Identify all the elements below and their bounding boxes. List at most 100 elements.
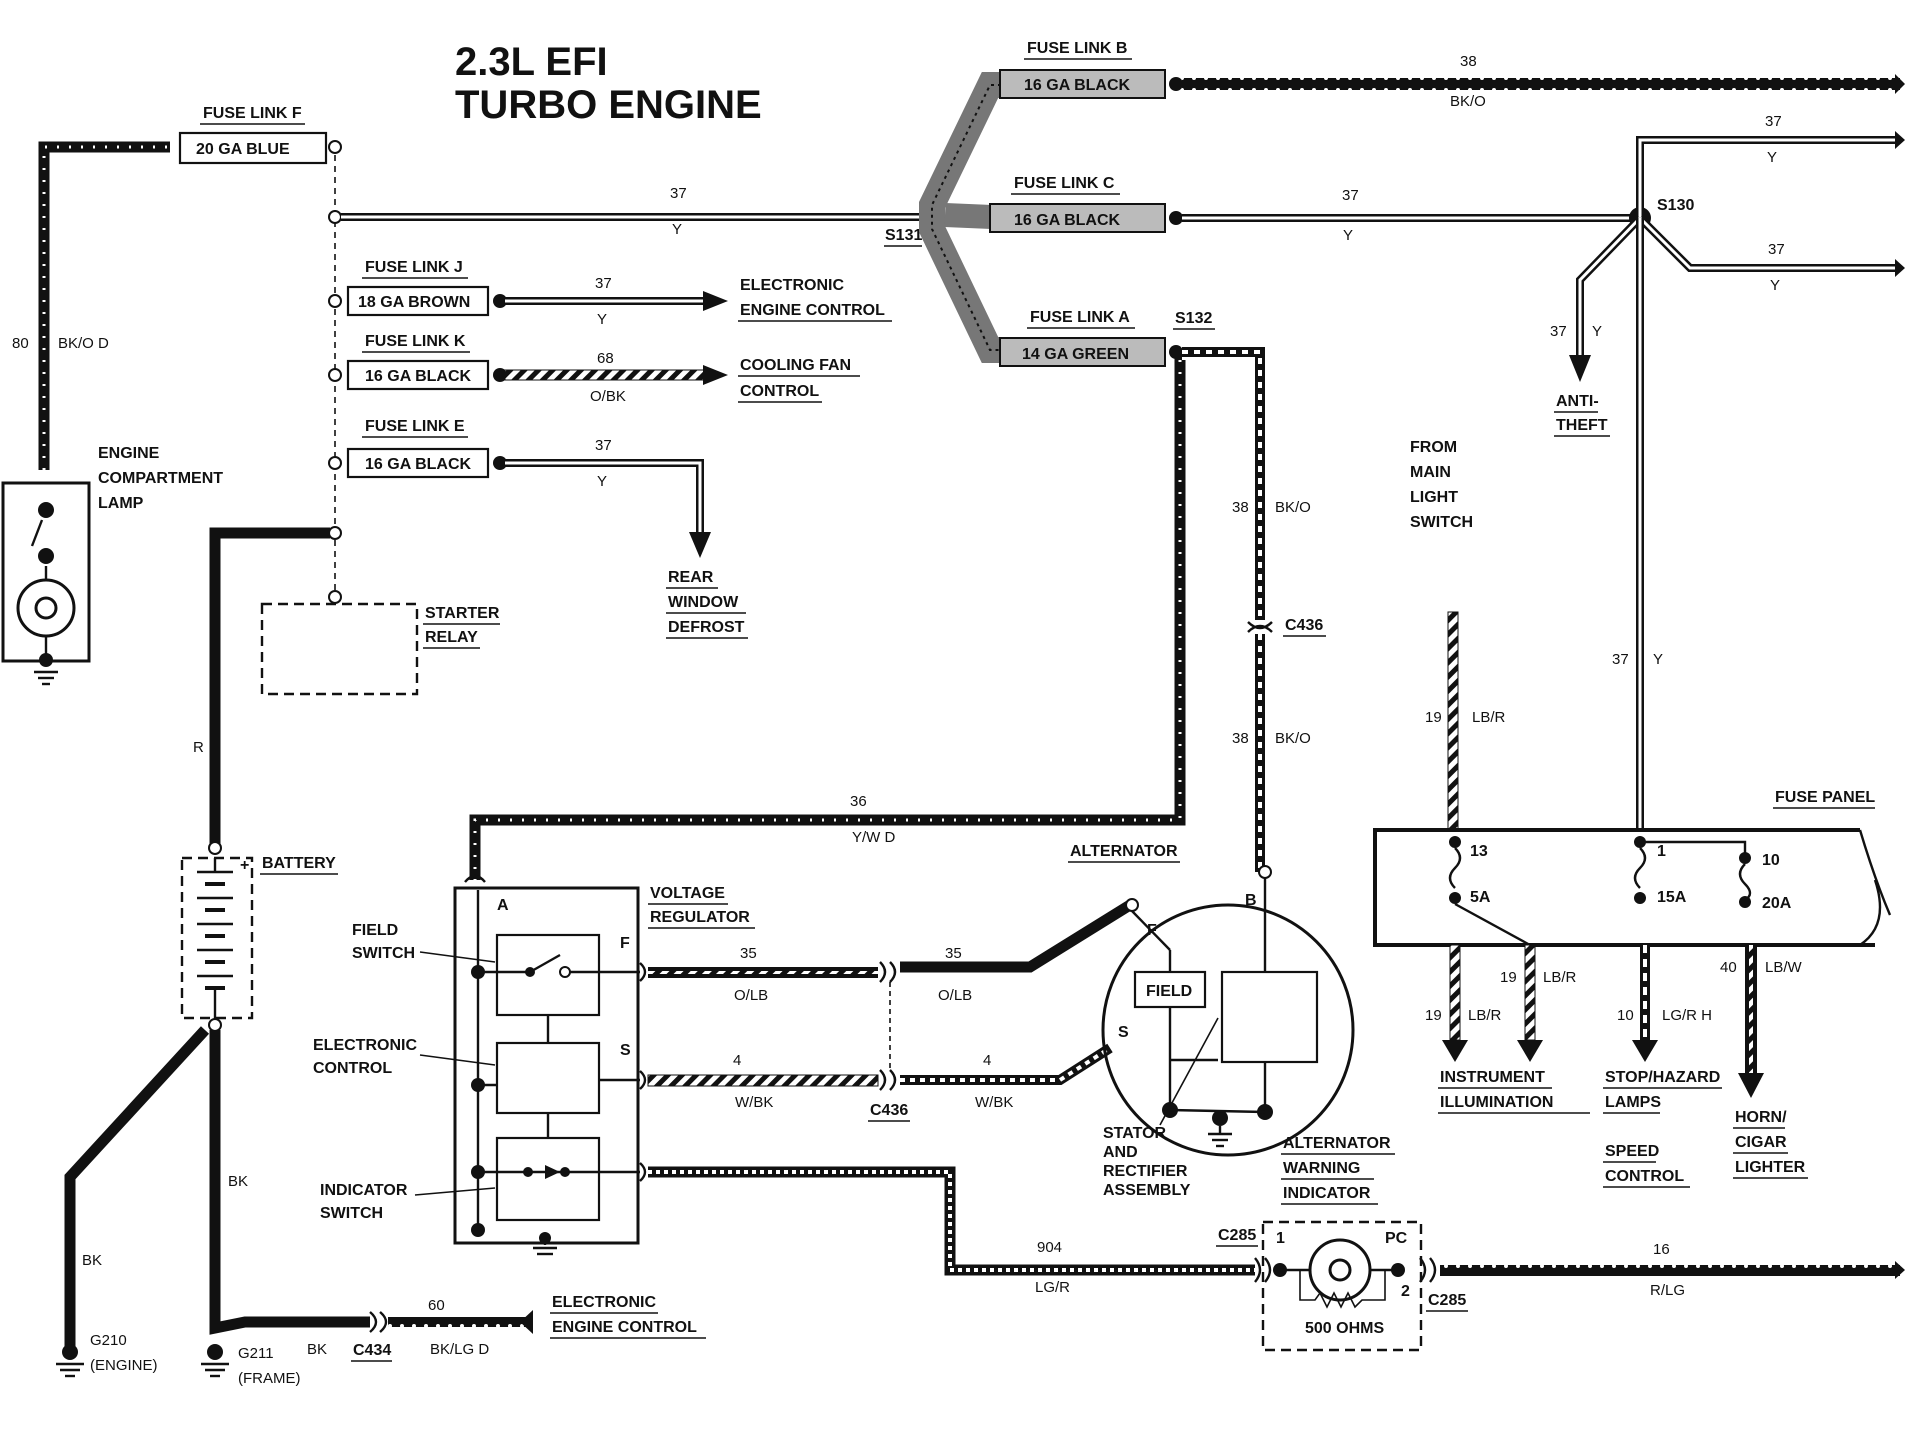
- fuse-13-amp: 5A: [1470, 889, 1491, 906]
- battery-label: BATTERY: [262, 855, 336, 872]
- w4-l-color: W/BK: [735, 1094, 773, 1111]
- w38-b-color: BK/O: [1450, 93, 1486, 110]
- fuse-panel-box: [1373, 828, 1875, 947]
- c285-left-label: C285: [1218, 1227, 1256, 1244]
- w37-r1-color: Y: [1767, 149, 1777, 166]
- fuse-link-k-wire: 16 GA BLACK: [365, 368, 472, 385]
- w4-l-num: 4: [733, 1052, 741, 1069]
- fuse-link-c-wire: 16 GA BLACK: [1014, 212, 1121, 229]
- wire-19-a: [1449, 944, 1461, 1041]
- alternator-circle: [1101, 903, 1355, 1157]
- w38-b-num: 38: [1460, 53, 1477, 70]
- fuse-link-f-box: [178, 131, 328, 165]
- lamp-switch-blade: [30, 519, 44, 547]
- title-line1: 2.3L EFI: [455, 40, 608, 84]
- w37-fp-num: 37: [1612, 651, 1629, 668]
- lamp-bulb-icon: [16, 578, 76, 638]
- ec-label-1: ELECTRONIC: [313, 1037, 417, 1054]
- wire-4-right: [900, 1043, 1113, 1085]
- warning-bulb-icon: [1308, 1238, 1372, 1302]
- fuse-1-amp: 15A: [1657, 889, 1687, 906]
- s131-label: S131: [885, 227, 922, 244]
- resistor-icon: [1299, 1270, 1386, 1309]
- wire-4-left: [647, 1074, 879, 1087]
- arrow-icon-horn: [1738, 1073, 1764, 1098]
- w37-fp-color: Y: [1653, 651, 1663, 668]
- ohms-label: 500 OHMS: [1305, 1320, 1384, 1337]
- w37-r1-num: 37: [1765, 113, 1782, 130]
- wire-bk-frame: [209, 1030, 370, 1335]
- dest-speed-2: CONTROL: [1605, 1168, 1684, 1185]
- wire-37-anti: [1576, 215, 1643, 355]
- fuse-10-amp: 20A: [1762, 895, 1792, 912]
- w37-r2-num: 37: [1768, 241, 1785, 258]
- ec-label-2: CONTROL: [313, 1060, 392, 1077]
- bk-label-3: BK: [307, 1341, 327, 1358]
- term-2: 2: [1401, 1283, 1410, 1300]
- g210-label: G210: [90, 1332, 127, 1349]
- w37-r2-color: Y: [1770, 277, 1780, 294]
- ground-icon-g211: [201, 1362, 229, 1378]
- arrow-icon-instrument: [1442, 1040, 1468, 1062]
- fuse-link-a-wire: 14 GA GREEN: [1022, 346, 1129, 363]
- w60-color: BK/LG D: [430, 1341, 489, 1358]
- wire-19-b: [1524, 944, 1536, 1041]
- alt-term-s: S: [1118, 1024, 1129, 1041]
- ground-icon-regulator: [533, 1232, 557, 1256]
- fuse-10-num: 10: [1762, 852, 1780, 869]
- w37-anti-color: Y: [1592, 323, 1602, 340]
- dest-eec-1: ELECTRONIC: [740, 277, 844, 294]
- lamp-label-3: LAMP: [98, 495, 144, 512]
- w80-color: BK/O D: [58, 335, 109, 352]
- fuse-link-b-wire: 16 GA BLACK: [1024, 77, 1131, 94]
- field-switch-box: [495, 933, 601, 1017]
- awi-label-3: INDICATOR: [1283, 1185, 1371, 1202]
- term-pc: PC: [1385, 1230, 1408, 1247]
- starter-label-2: RELAY: [425, 629, 478, 646]
- field-switch-label-1: FIELD: [352, 922, 398, 939]
- dest-anti-2: THEFT: [1556, 417, 1608, 434]
- w38-a2-color: BK/O: [1275, 730, 1311, 747]
- dest-rear-1: REAR: [668, 569, 714, 586]
- w38-a2-num: 38: [1232, 730, 1249, 747]
- w36-num: 36: [850, 793, 867, 810]
- r-label: R: [193, 739, 204, 756]
- fuse-link-e-box: [346, 447, 490, 479]
- lamp-label-2: COMPARTMENT: [98, 470, 223, 487]
- g211-sub: (FRAME): [238, 1370, 301, 1387]
- from-label-1: FROM: [1410, 439, 1457, 456]
- wire-bk-engine: [64, 1026, 210, 1348]
- diode-icon: [545, 1165, 560, 1179]
- w68-color: O/BK: [590, 388, 626, 405]
- stator-label-1: STATOR: [1103, 1125, 1167, 1142]
- battery-cells-icon: [197, 858, 233, 1025]
- w16-color: R/LG: [1650, 1282, 1685, 1299]
- wire-80: [38, 141, 170, 470]
- w37-j-color: Y: [597, 311, 607, 328]
- wire-16: [1440, 1265, 1900, 1276]
- w80-num: 80: [12, 335, 29, 352]
- arrow-icon-fan: [703, 365, 728, 385]
- starter-relay-box: [260, 602, 419, 696]
- w60-num: 60: [428, 1297, 445, 1314]
- dest-rear-3: DEFROST: [668, 619, 745, 636]
- fuse-link-c-label: FUSE LINK C: [1014, 175, 1115, 192]
- lamp-filament-icon: [34, 596, 58, 620]
- wire-35-right: [900, 900, 1133, 973]
- w68-num: 68: [597, 350, 614, 367]
- w35-l-color: O/LB: [734, 987, 768, 1004]
- w37-j-num: 37: [595, 275, 612, 292]
- battery-box: [180, 856, 254, 1020]
- lamp-terminal-top: [38, 502, 54, 518]
- term-s: S: [620, 1042, 631, 1059]
- w19-top-num: 19: [1425, 709, 1442, 726]
- w37-anti-num: 37: [1550, 323, 1567, 340]
- ind-label-2: SWITCH: [320, 1205, 383, 1222]
- wire-36: [469, 354, 1186, 880]
- s130-label: S130: [1657, 197, 1694, 214]
- stator-label-4: ASSEMBLY: [1103, 1182, 1191, 1199]
- ind-label-1: INDICATOR: [320, 1182, 408, 1199]
- dest-rear-2: WINDOW: [668, 594, 739, 611]
- lamp-label-1: ENGINE: [98, 445, 160, 462]
